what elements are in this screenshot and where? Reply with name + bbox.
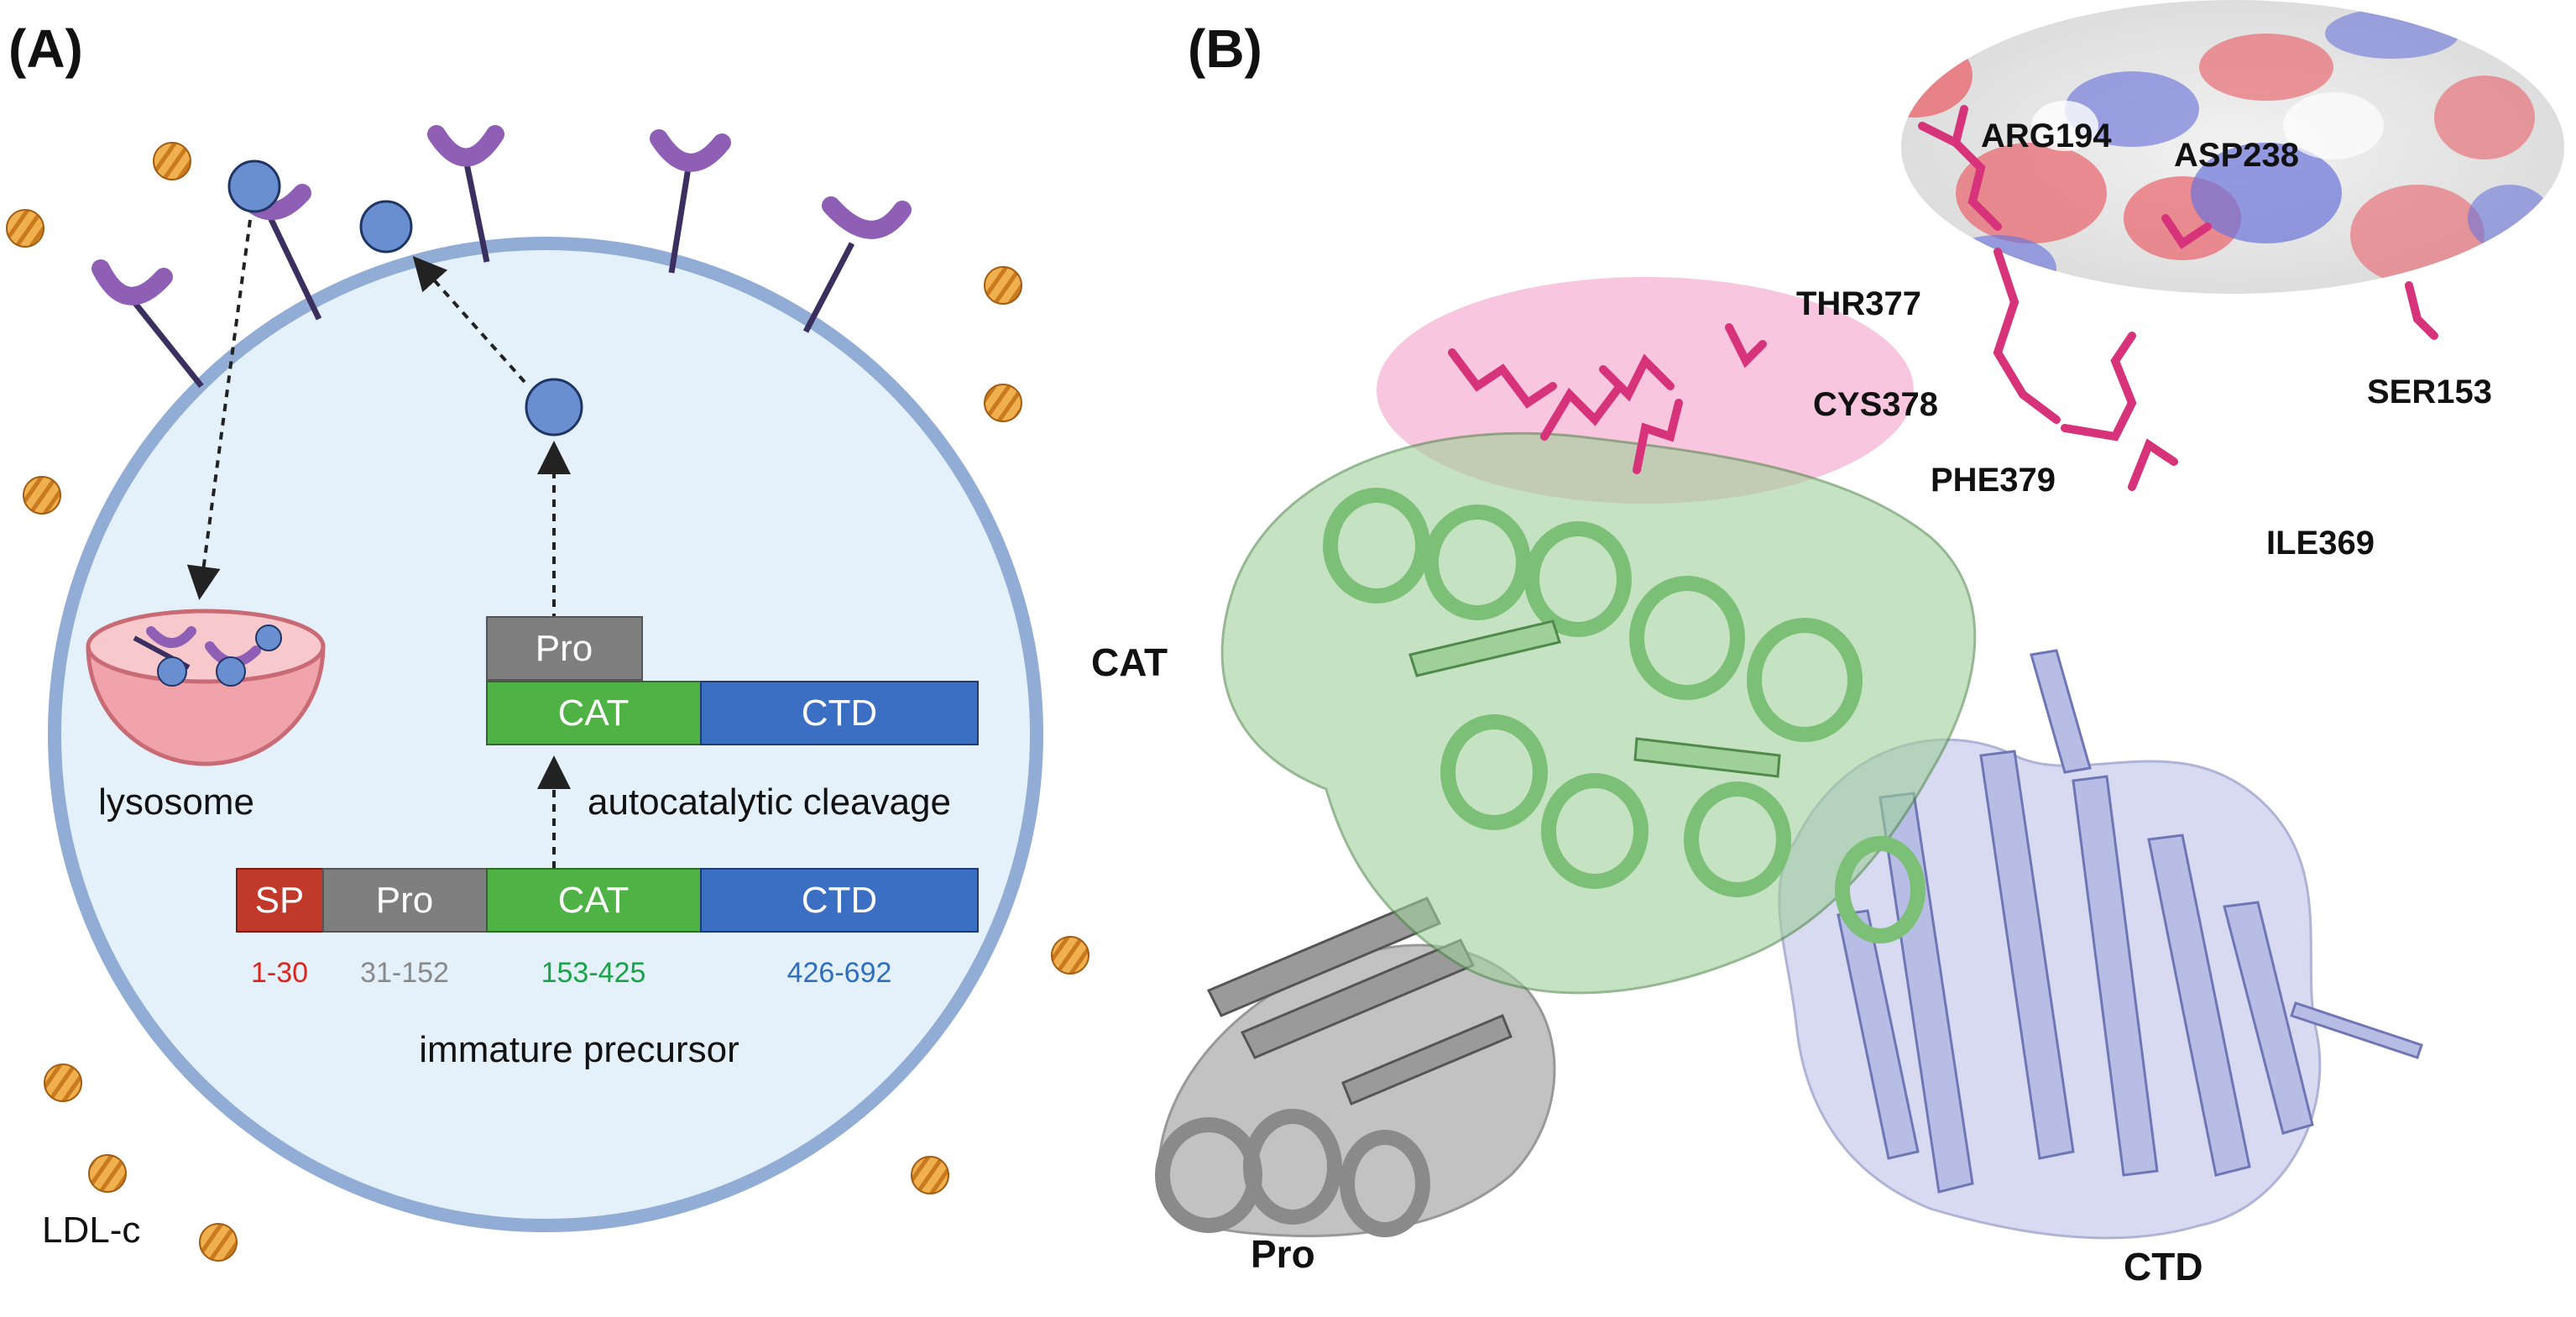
residue-label-cys378: CYS378	[1813, 386, 1938, 423]
cat-domain-label: CAT	[1091, 640, 1168, 684]
pcsk9-free	[359, 200, 413, 253]
residue-label-arg194: ARG194	[1981, 118, 2112, 154]
mature-cat-segment	[486, 681, 702, 745]
residue-label-ile369: ILE369	[2266, 525, 2375, 562]
residue-label-asp238: ASP238	[2174, 137, 2299, 174]
lysosome-label: lysosome	[98, 781, 254, 823]
pro-range: 31-152	[360, 957, 449, 989]
sp-segment	[236, 868, 324, 933]
ldl-receptors	[132, 159, 855, 389]
mature-pro-segment	[486, 616, 643, 681]
mature-pro-label: Pro	[536, 628, 593, 669]
receptor-heads	[91, 125, 912, 306]
surface-sticks	[1918, 105, 2438, 491]
panel-b-label: (B)	[1188, 18, 1262, 79]
pro-domain-label: Pro	[1251, 1232, 1315, 1276]
cat-domain	[1220, 431, 1977, 995]
mature-cat-label: CAT	[558, 692, 630, 734]
pcsk9-secreted	[525, 378, 583, 436]
residue-label-ser153: SER153	[2367, 374, 2492, 410]
mature-ctd-label: CTD	[802, 692, 877, 734]
pro-label: Pro	[376, 880, 433, 921]
dashed-arrows	[186, 219, 571, 869]
mature-pcsk9: Pro CAT CTD	[486, 616, 979, 745]
ldl-label: LDL-c	[42, 1210, 140, 1251]
precursor-label: immature precursor	[419, 1029, 739, 1070]
sp-label: SP	[255, 880, 305, 921]
ctd-label: CTD	[802, 880, 877, 921]
pro-segment	[322, 868, 488, 933]
cat-segment	[486, 868, 702, 933]
residue-label-phe379: PHE379	[1931, 462, 2056, 499]
ctd-segment	[700, 868, 979, 933]
mature-ctd-segment	[700, 681, 979, 745]
panel-b: (B)	[1091, 0, 2564, 1288]
panel-a: (A)	[6, 18, 1089, 1262]
panel-a-label: (A)	[8, 18, 83, 79]
ctd-domain-label: CTD	[2124, 1245, 2203, 1288]
sp-range: 1-30	[251, 957, 308, 989]
pcsk9-bound	[227, 159, 281, 213]
binding-site-residues	[1448, 323, 1767, 474]
residue-label-thr377: THR377	[1796, 285, 1921, 322]
lysosome	[86, 609, 326, 766]
pro-domain	[1155, 896, 1556, 1237]
ctd-range: 426-692	[787, 957, 892, 989]
cleavage-label: autocatalytic cleavage	[588, 781, 951, 823]
cat-label: CAT	[558, 880, 630, 921]
ldl-particles	[6, 142, 1089, 1262]
cat-range: 153-425	[541, 957, 646, 989]
precursor-pcsk9: SP Pro CAT CTD	[236, 868, 979, 933]
surface-inset	[1901, 0, 2564, 491]
